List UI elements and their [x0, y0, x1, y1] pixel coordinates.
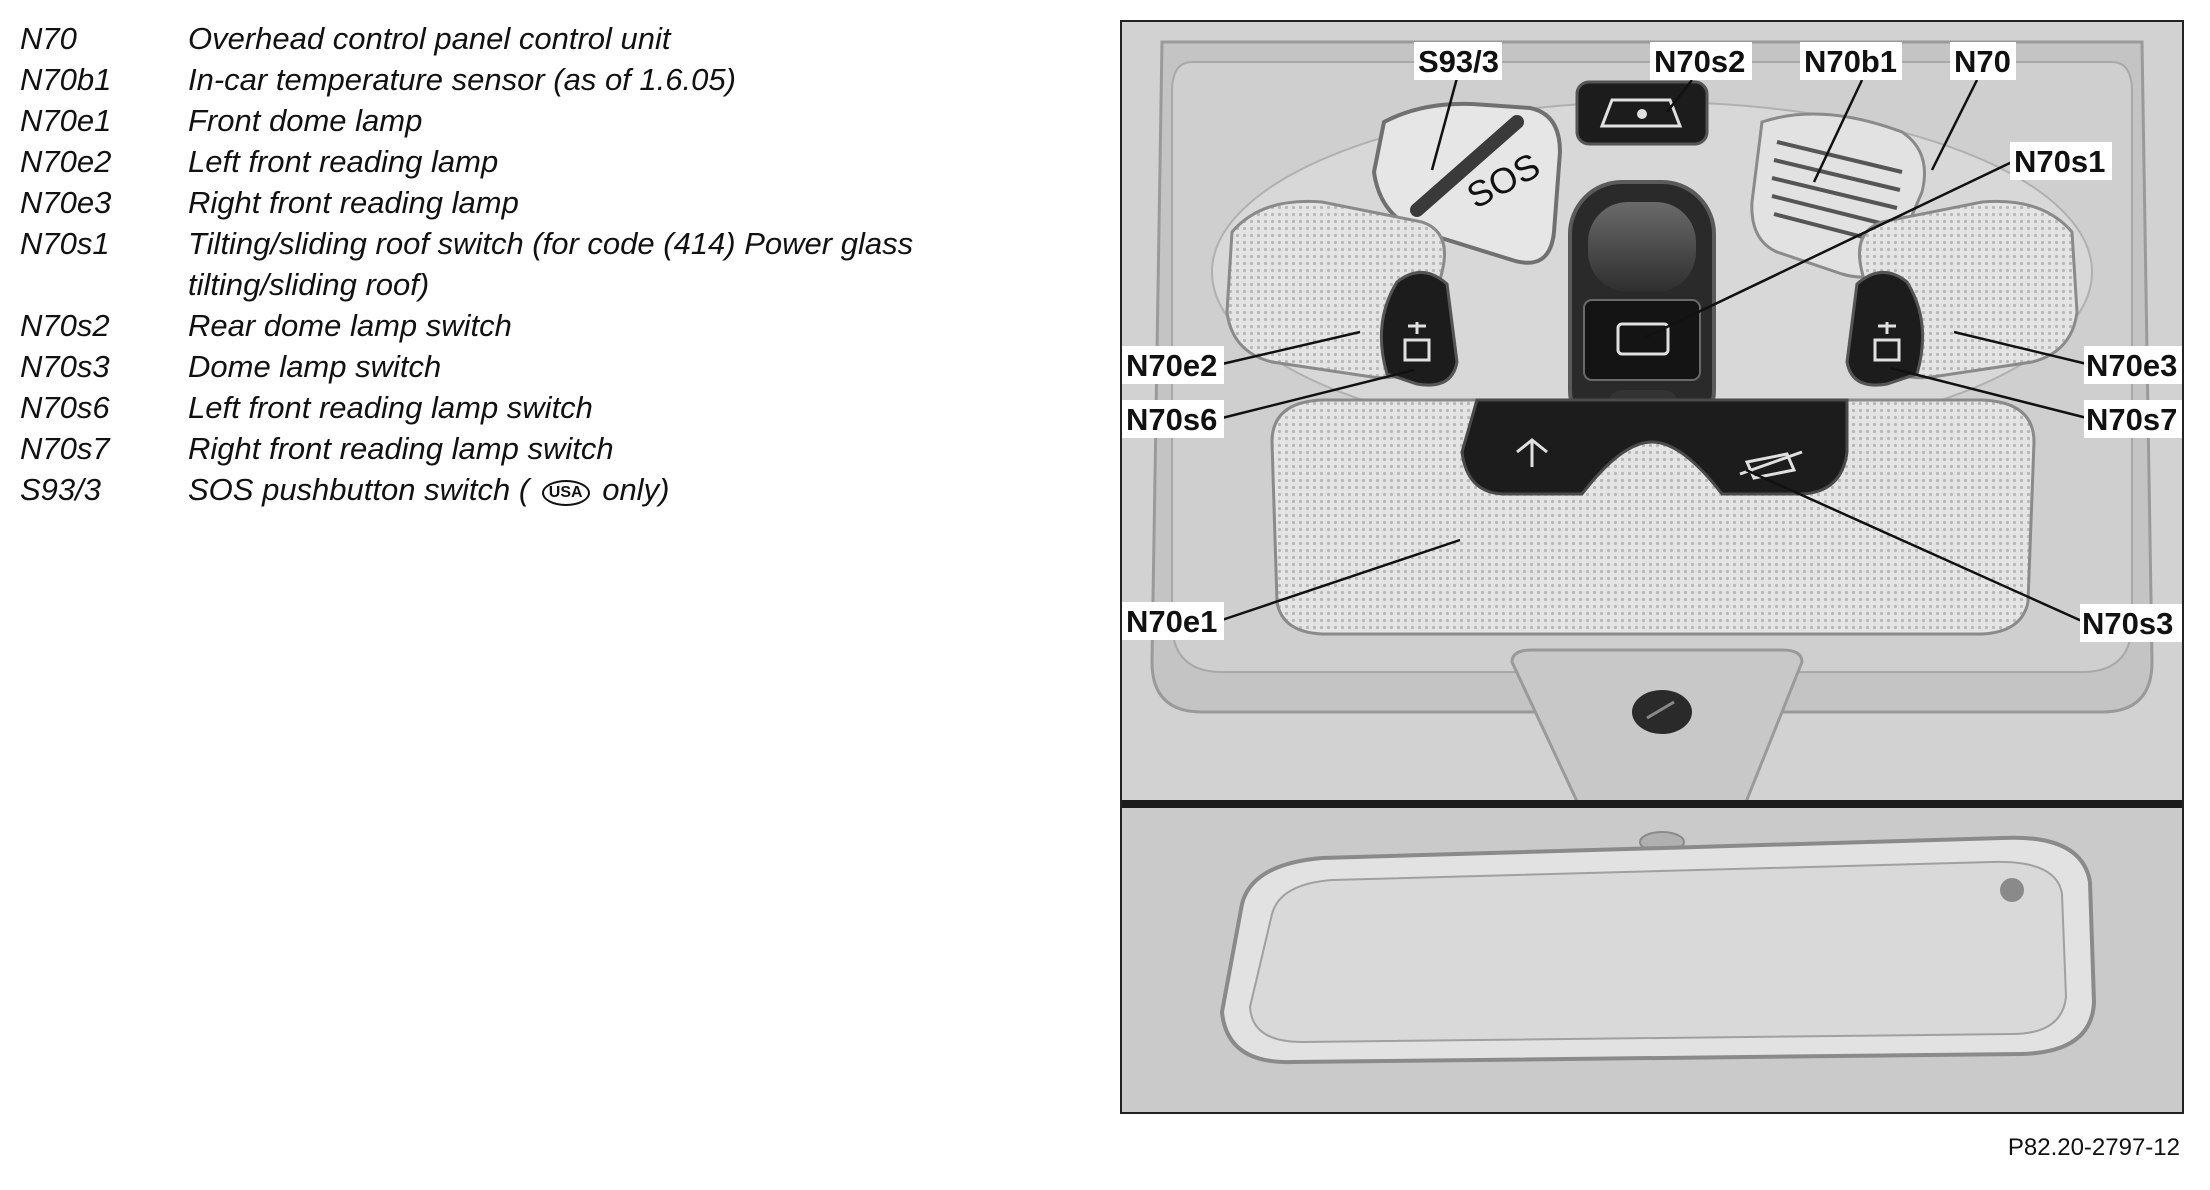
- callout-label: N70s6: [1126, 402, 1217, 437]
- legend-code: N70e1: [20, 103, 112, 138]
- callout-label: N70: [1954, 44, 2011, 79]
- callout-label: N70e2: [1126, 348, 1217, 383]
- leader-n70s3: [1745, 468, 2085, 624]
- right-reading-lamp-switch: [1845, 271, 1925, 387]
- callout-label: N70b1: [1804, 44, 1897, 79]
- callout-n70s2: N70s2: [1650, 42, 1752, 80]
- rear-dome-lamp-switch: [1575, 80, 1709, 146]
- leader-n70s2: [1666, 79, 1693, 113]
- leader-n70: [1930, 79, 1979, 171]
- legend-code: N70s3: [20, 349, 110, 384]
- legend-description: Overhead control panel control unit: [188, 21, 671, 56]
- callout-n70e1: N70e1: [1122, 602, 1224, 640]
- callout-n70s6: N70s6: [1122, 400, 1224, 438]
- legend-code: N70e3: [20, 185, 112, 220]
- legend: N70 Overhead control panel control unit …: [20, 18, 1080, 510]
- legend-row-s93-3: S93/3 SOS pushbutton switch ( USA only): [20, 469, 1080, 510]
- overhead-panel-illustration: SOS: [1122, 22, 2182, 1112]
- legend-description: Front dome lamp: [188, 103, 423, 138]
- callout-n70: N70: [1950, 42, 2016, 80]
- legend-row-n70s1: N70s1 Tilting/sliding roof switch (for c…: [20, 223, 1080, 305]
- leader-n70s7: [1889, 366, 2088, 420]
- legend-row-n70: N70 Overhead control panel control unit: [20, 18, 1080, 59]
- leader-n70e3: [1953, 330, 2088, 366]
- dome-lamp-switch-bar: [1460, 398, 1849, 496]
- usa-badge-icon: USA: [541, 480, 590, 506]
- leader-n70e2: [1221, 330, 1361, 366]
- legend-row-n70e3: N70e3 Right front reading lamp: [20, 182, 1080, 223]
- callout-label: N70e3: [2086, 348, 2177, 383]
- legend-code: N70: [20, 21, 77, 56]
- legend-description: Left front reading lamp switch: [188, 390, 593, 425]
- legend-description-line2: tilting/sliding roof): [188, 267, 430, 302]
- legend-description: In-car temperature sensor (as of 1.6.05): [188, 62, 736, 97]
- callout-n70s1: N70s1: [2010, 142, 2112, 180]
- legend-description: Dome lamp switch: [188, 349, 442, 384]
- legend-row-n70s3: N70s3 Dome lamp switch: [20, 346, 1080, 387]
- legend-description: SOS pushbutton switch ( USA only): [188, 469, 1080, 510]
- callout-label: N70e1: [1126, 604, 1217, 639]
- legend-row-n70e2: N70e2 Left front reading lamp: [20, 141, 1080, 182]
- leader-n70s1: [1643, 160, 2013, 340]
- callout-s93-3: S93/3: [1414, 42, 1502, 80]
- callout-label: N70s2: [1654, 44, 1745, 79]
- callout-n70e3: N70e3: [2084, 346, 2182, 384]
- callout-n70b1: N70b1: [1800, 42, 1902, 80]
- legend-row-n70b1: N70b1 In-car temperature sensor (as of 1…: [20, 59, 1080, 100]
- legend-description: Rear dome lamp switch: [188, 308, 512, 343]
- legend-code: N70s2: [20, 308, 110, 343]
- figure-reference-number: P82.20-2797-12: [2007, 1134, 2180, 1161]
- leader-n70s6: [1221, 368, 1415, 420]
- leader-n70e1: [1221, 538, 1461, 622]
- overhead-panel-figure: SOS: [1120, 20, 2184, 1114]
- callout-label: N70s3: [2082, 606, 2173, 641]
- callout-n70s3: N70s3: [2080, 604, 2182, 642]
- legend-description: Right front reading lamp switch: [188, 431, 614, 466]
- legend-code: S93/3: [20, 472, 102, 507]
- legend-code: N70s6: [20, 390, 110, 425]
- legend-description: Left front reading lamp: [188, 144, 499, 179]
- legend-row-n70e1: N70e1 Front dome lamp: [20, 100, 1080, 141]
- legend-code: N70e2: [20, 144, 112, 179]
- left-reading-lamp-switch: [1379, 271, 1459, 387]
- mirror-mount: [1510, 648, 1804, 814]
- legend-code: N70b1: [20, 62, 112, 97]
- legend-code: N70s1: [20, 226, 110, 261]
- legend-description-after: only): [602, 472, 670, 507]
- callout-label: N70s7: [2086, 402, 2177, 437]
- legend-code: N70s7: [20, 431, 110, 466]
- legend-description-line1: Tilting/sliding roof switch (for code (4…: [188, 226, 914, 261]
- leader-lines: [1221, 77, 2088, 624]
- legend-row-n70s2: N70s2 Rear dome lamp switch: [20, 305, 1080, 346]
- legend-row-n70s7: N70s7 Right front reading lamp switch: [20, 428, 1080, 469]
- callout-n70s7: N70s7: [2084, 400, 2182, 438]
- leader-s93-3: [1430, 77, 1459, 171]
- legend-row-n70s6: N70s6 Left front reading lamp switch: [20, 387, 1080, 428]
- callout-label: S93/3: [1418, 44, 1499, 79]
- callout-n70e2: N70e2: [1122, 346, 1224, 384]
- legend-description: Tilting/sliding roof switch (for code (4…: [188, 223, 1080, 305]
- callout-label: N70s1: [2014, 144, 2105, 179]
- leader-n70b1: [1812, 79, 1864, 183]
- legend-description-before: SOS pushbutton switch (: [188, 472, 530, 507]
- rearview-mirror: [1219, 835, 2097, 1065]
- windshield-edge: [1122, 800, 2182, 808]
- legend-description: Right front reading lamp: [188, 185, 519, 220]
